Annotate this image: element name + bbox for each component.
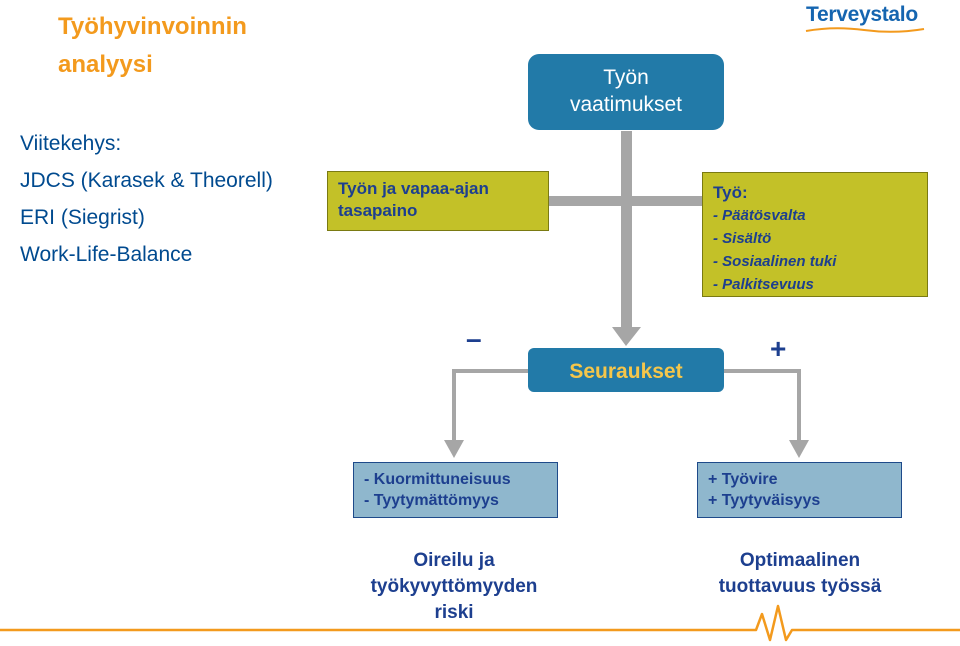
demands-line-1: Työn [603, 66, 649, 89]
framework-item: JDCS (Karasek & Theorell) [20, 169, 273, 192]
positive-outcome-line: tuottavuus työssä [718, 576, 882, 597]
work-item: - Sosiaalinen tuki [713, 253, 837, 270]
work-item: - Päätösvalta [713, 207, 806, 224]
balance-line-2: tasapaino [338, 201, 418, 220]
framework-list: Viitekehys: JDCS (Karasek & Theorell) ER… [20, 125, 273, 273]
negative-branch-arrow [444, 440, 464, 458]
positive-branch-arrow [789, 440, 809, 458]
balance-line-1: Työn ja vapaa-ajan [338, 179, 489, 198]
main-arrow-shaft [621, 131, 632, 329]
terveystalo-logo: Terveystalo [806, 3, 918, 26]
negative-item: - Tyytymättömyys [364, 492, 499, 509]
logo-wave-icon [805, 27, 925, 33]
demands-line-2: vaatimukset [569, 93, 683, 116]
balance-connector [549, 196, 621, 206]
work-life-balance-box: Työn ja vapaa-ajan tasapaino [327, 171, 549, 231]
main-arrow-head [612, 327, 641, 346]
title-line-1: Työhyvinvoinnin [58, 13, 247, 40]
negative-outcome-text: Oireilu ja työkyvyttömyyden riski [344, 548, 564, 626]
consequences-box: Seuraukset [528, 348, 724, 392]
negative-outcome-line: riski [434, 602, 474, 623]
work-demands-box: Työn vaatimukset [528, 54, 724, 130]
framework-heading: Viitekehys: [20, 132, 122, 155]
negative-outcome-line: Oireilu ja [413, 550, 495, 571]
framework-item: ERI (Siegrist) [20, 206, 145, 229]
work-item: - Sisältö [713, 230, 772, 247]
positive-item: + Tyytyväisyys [708, 492, 821, 509]
plus-sign: + [770, 333, 787, 364]
positive-outcome-line: Optimaalinen [739, 550, 861, 571]
positive-item: + Työvire [708, 471, 778, 488]
work-factors-box: Työ: - Päätösvalta - Sisältö - Sosiaalin… [702, 172, 928, 297]
work-heading: Työ: [713, 183, 748, 202]
negative-outcome-line: työkyvyttömyyden [370, 576, 538, 597]
work-item: - Palkitsevuus [713, 276, 814, 293]
negative-item: - Kuormittuneisuus [364, 471, 511, 488]
positive-branch-line [724, 369, 801, 442]
minus-sign: – [466, 323, 482, 354]
framework-item: Work-Life-Balance [20, 243, 193, 266]
negative-effects-box: - Kuormittuneisuus - Tyytymättömyys [353, 462, 558, 518]
positive-effects-box: + Työvire + Tyytyväisyys [697, 462, 902, 518]
page-title: Työhyvinvoinnin analyysi [58, 8, 318, 84]
work-connector [632, 196, 702, 206]
negative-branch-line [452, 369, 528, 442]
positive-outcome-text: Optimaalinen tuottavuus työssä [690, 548, 910, 600]
title-line-2: analyysi [58, 51, 153, 78]
footer-line [0, 604, 960, 642]
